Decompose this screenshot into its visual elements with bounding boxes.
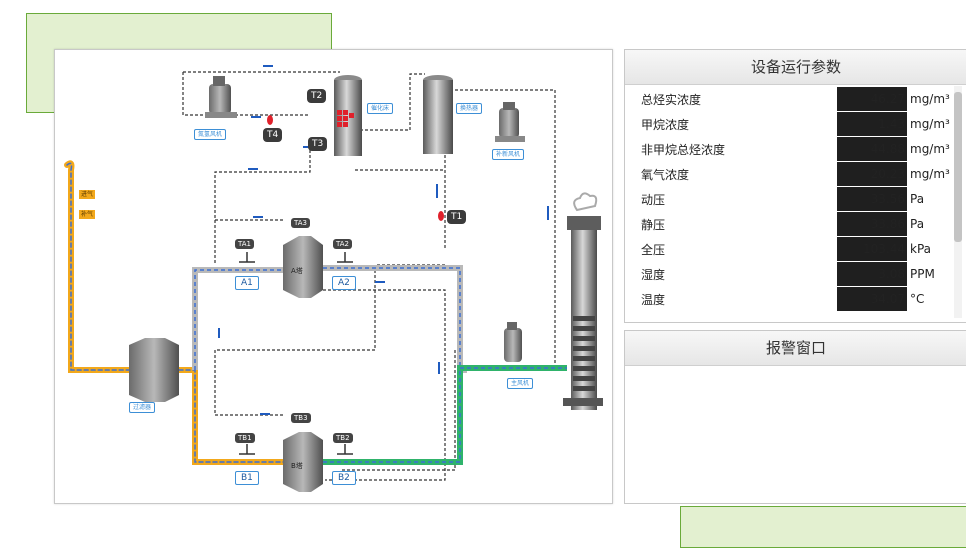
valve-stubs — [239, 252, 353, 455]
param-name: 总烃实浓度 — [641, 92, 702, 107]
tag-ta1: TA1 — [235, 239, 254, 249]
tag-t4: T4 — [263, 128, 283, 142]
param-value: 34.07 — [837, 287, 907, 311]
main-fan — [504, 322, 522, 362]
tag-tb3: TB3 — [291, 413, 311, 423]
param-value: 46.27 — [837, 87, 907, 111]
param-name: 氧气浓度 — [641, 167, 690, 182]
params-scrollbar-thumb[interactable] — [954, 92, 962, 242]
main-fan-label: 主风机 — [507, 378, 534, 389]
furnace — [334, 75, 362, 156]
param-unit: kPa — [910, 242, 931, 256]
valve-b1: B1 — [235, 471, 259, 485]
process-diagram: T2 T4 T3 T1 TA3 TA1 TA2 TB3 TB1 TB2 A1 A… — [54, 49, 613, 504]
decorative-frame-bottom — [680, 506, 966, 548]
param-unit: mg/m³ — [910, 92, 950, 106]
filter-label: 过滤器 — [129, 402, 156, 413]
param-name: 甲烷浓度 — [641, 117, 690, 132]
fan-left — [205, 76, 237, 118]
tag-tb2: TB2 — [333, 433, 353, 443]
tag-t1: T1 — [447, 210, 467, 224]
dashed-lines — [182, 71, 556, 481]
param-name: 非甲烷总烃浓度 — [641, 142, 726, 157]
param-unit: mg/m³ — [910, 117, 950, 131]
param-value: 44.88 — [837, 137, 907, 161]
alarm-panel: 报警窗口 — [624, 330, 966, 504]
inlet-label-2: 补气 — [79, 210, 96, 219]
param-value: 33.56 — [837, 187, 907, 211]
heat-exchanger — [423, 75, 453, 154]
param-value: 103.44 — [837, 237, 907, 261]
alarm-panel-title: 报警窗口 — [625, 331, 966, 366]
param-name: 动压 — [641, 192, 666, 207]
param-row: 温度 34.07°C — [641, 287, 960, 311]
inlet-label-1: 进气 — [79, 190, 96, 199]
tag-t2: T2 — [307, 89, 327, 103]
param-value: 1.43 — [837, 112, 907, 136]
tower-b-label: B塔 — [291, 462, 303, 470]
fan-left-label: 氮氢风机 — [194, 129, 227, 140]
param-name: 静压 — [641, 217, 666, 232]
fan-right — [495, 102, 525, 142]
param-unit: mg/m³ — [910, 142, 950, 156]
diagram-graphics — [64, 65, 603, 492]
params-panel-title: 设备运行参数 — [625, 50, 966, 85]
tower-a — [283, 236, 323, 298]
valve-b2: B2 — [332, 471, 356, 485]
heat-exchanger-label: 换热器 — [456, 103, 483, 114]
param-unit: °C — [910, 292, 925, 306]
param-value: 33.86 — [837, 212, 907, 236]
sensor-markers — [267, 115, 444, 221]
param-unit: PPM — [910, 267, 935, 281]
param-value: 20.23 — [837, 162, 907, 186]
tag-ta2: TA2 — [333, 239, 352, 249]
tag-t3: T3 — [308, 137, 328, 151]
param-unit: Pa — [910, 217, 925, 231]
param-unit: mg/m³ — [910, 167, 950, 181]
filter — [129, 338, 179, 402]
param-name: 湿度 — [641, 267, 666, 282]
green-pipe — [323, 365, 567, 465]
chimney — [563, 192, 603, 410]
tag-tb1: TB1 — [235, 433, 255, 443]
param-unit: Pa — [910, 192, 925, 206]
furnace-label: 催化床 — [367, 103, 394, 114]
param-name: 全压 — [641, 242, 666, 257]
tower-a-label: A塔 — [291, 267, 303, 275]
orange-pipe — [64, 160, 290, 465]
fan-right-label: 补新风机 — [492, 149, 525, 160]
tower-b — [283, 432, 323, 492]
param-name: 温度 — [641, 292, 666, 307]
param-value: 3.08 — [837, 262, 907, 286]
valve-a2: A2 — [332, 276, 356, 290]
valve-a1: A1 — [235, 276, 259, 290]
params-scrollbar[interactable] — [954, 86, 962, 318]
tag-ta3: TA3 — [291, 218, 310, 228]
